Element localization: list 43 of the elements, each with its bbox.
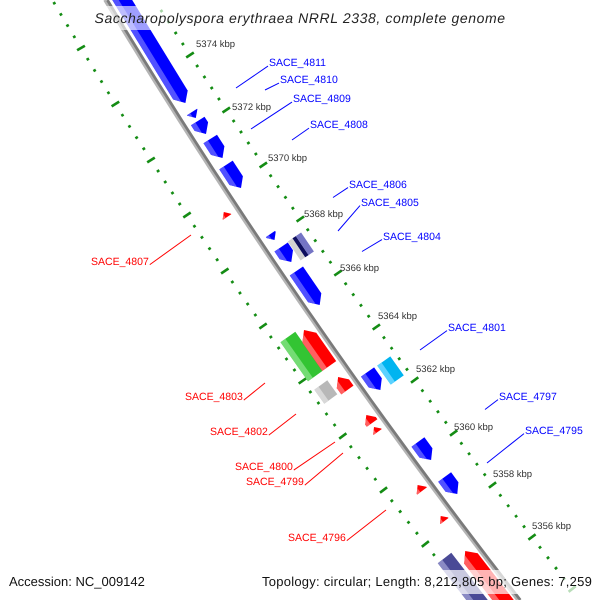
- scale-label: 5362 kbp: [416, 364, 456, 374]
- leader-line: [149, 234, 192, 266]
- scale-label: 5358 kbp: [493, 468, 532, 480]
- gene-label: SACE_4805: [361, 196, 419, 210]
- scale-label: 5368 kbp: [304, 208, 344, 220]
- accession-text: Accession: NC_009142: [9, 574, 145, 590]
- gene-label: SACE_4801: [448, 322, 506, 334]
- scale-label: 5356 kbp: [532, 520, 572, 532]
- gene-label: SACE_4809: [293, 93, 351, 106]
- gene-label: SACE_4795: [525, 424, 583, 438]
- gene-label: SACE_4799: [246, 476, 304, 489]
- leader-line: [243, 382, 266, 401]
- scale-label: 5366 kbp: [340, 262, 380, 274]
- leader-line: [236, 66, 268, 88]
- leader-line: [268, 414, 296, 436]
- gene-label: SACE_4810: [280, 74, 338, 87]
- leader-line: [292, 128, 310, 140]
- leader-line: [486, 433, 524, 464]
- leader-line: [293, 442, 336, 471]
- leader-line: [346, 510, 386, 542]
- scale-label: 5364 kbp: [378, 310, 418, 322]
- gene-label: SACE_4807: [91, 256, 149, 268]
- leader-line: [362, 239, 382, 252]
- gene-label: SACE_4803: [185, 391, 243, 404]
- leader-line: [338, 205, 360, 232]
- leader-line: [420, 330, 448, 350]
- leader-line: [304, 452, 344, 486]
- leader-line: [332, 187, 348, 198]
- scale-label: 5374 kbp: [196, 38, 236, 50]
- gene-label: SACE_4806: [349, 178, 407, 192]
- gene-label: SACE_4796: [288, 532, 346, 544]
- scale-label: 5370 kbp: [268, 152, 308, 164]
- gene-label: SACE_4800: [235, 461, 293, 474]
- gene-label: SACE_4811: [269, 57, 326, 70]
- scale-label: 5360 kbp: [454, 422, 494, 432]
- gene-label: SACE_4804: [383, 230, 441, 244]
- gene-label: SACE_4797: [499, 390, 557, 404]
- leader-line: [264, 82, 280, 90]
- leader-line: [484, 399, 498, 410]
- leader-line: [250, 102, 292, 130]
- gene-label: SACE_4808: [310, 119, 368, 132]
- gene-label: SACE_4802: [210, 426, 268, 439]
- scale-label: 5372 kbp: [232, 102, 272, 112]
